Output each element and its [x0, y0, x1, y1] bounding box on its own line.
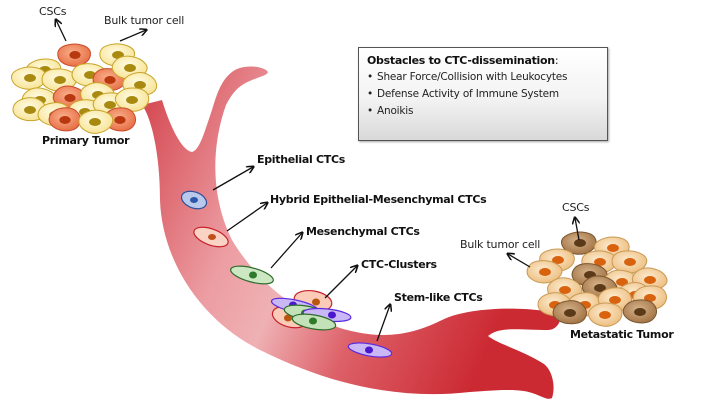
metastatic-csc-arrow	[575, 218, 579, 241]
metastatic-bulk-cell-label: Bulk tumor cell	[460, 238, 541, 251]
metastatic-bulk-arrow	[508, 254, 531, 268]
epithelial-ctc-cell	[180, 190, 208, 210]
obstacle-item: Defense Activity of Immune System	[367, 88, 599, 100]
hybrid-emt-ctc-cell	[193, 226, 229, 248]
obstacle-item: Anoikis	[367, 105, 599, 117]
mesenchymal-ctc-cell	[230, 265, 274, 285]
epithelial-ctc-label: Epithelial CTCs	[257, 153, 345, 166]
ctc-clusters-label: CTC-Clusters	[361, 258, 437, 271]
csc-cell	[48, 107, 82, 132]
bulk-tumor-cell	[526, 260, 563, 284]
csc-cell	[622, 299, 658, 324]
stem-like-ctc-arrow	[376, 305, 390, 342]
metastatic-tumor-title: Metastatic Tumor	[570, 328, 674, 341]
bulk-tumor-cell	[78, 109, 114, 134]
bulk-tumor-cell	[11, 66, 47, 90]
bulk-tumor-cell	[114, 87, 150, 112]
obstacle-item: Shear Force/Collision with Leukocytes	[367, 71, 599, 83]
primary-tumor-cluster	[11, 43, 158, 134]
obstacles-box: Obstacles to CTC-dissemination: Shear Fo…	[358, 47, 608, 141]
primary-bulk-cell-label: Bulk tumor cell	[104, 14, 185, 27]
hybrid-ctc-label: Hybrid Epithelial-Mesenchymal CTCs	[270, 193, 487, 206]
primary-csc-arrow	[56, 20, 67, 42]
blood-vessel	[142, 66, 561, 399]
bulk-tumor-cell	[611, 250, 648, 274]
metastatic-csc-label: CSCs	[562, 201, 590, 214]
primary-tumor-title: Primary Tumor	[42, 134, 130, 147]
csc-cell	[560, 231, 597, 255]
csc-cell	[552, 300, 587, 325]
primary-csc-label: CSCs	[39, 5, 67, 18]
stem-like-ctc-label: Stem-like CTCs	[394, 291, 483, 304]
primary-bulk-arrow	[119, 30, 146, 42]
stem-like-ctc-cell	[347, 342, 393, 358]
ctc-cluster-arrow	[324, 266, 357, 299]
ctc-cluster	[270, 290, 352, 331]
mesenchymal-ctc-arrow	[270, 233, 302, 269]
csc-cell	[57, 43, 91, 67]
csc-cell	[103, 107, 137, 132]
metastatic-tumor-cluster	[526, 231, 668, 327]
bulk-tumor-cell	[588, 302, 623, 327]
epithelial-ctc-arrow	[212, 167, 253, 191]
mesenchymal-ctc-label: Mesenchymal CTCs	[306, 225, 420, 238]
obstacles-title: Obstacles to CTC-dissemination:	[367, 54, 559, 67]
hybrid-ctc-arrow	[226, 203, 267, 232]
